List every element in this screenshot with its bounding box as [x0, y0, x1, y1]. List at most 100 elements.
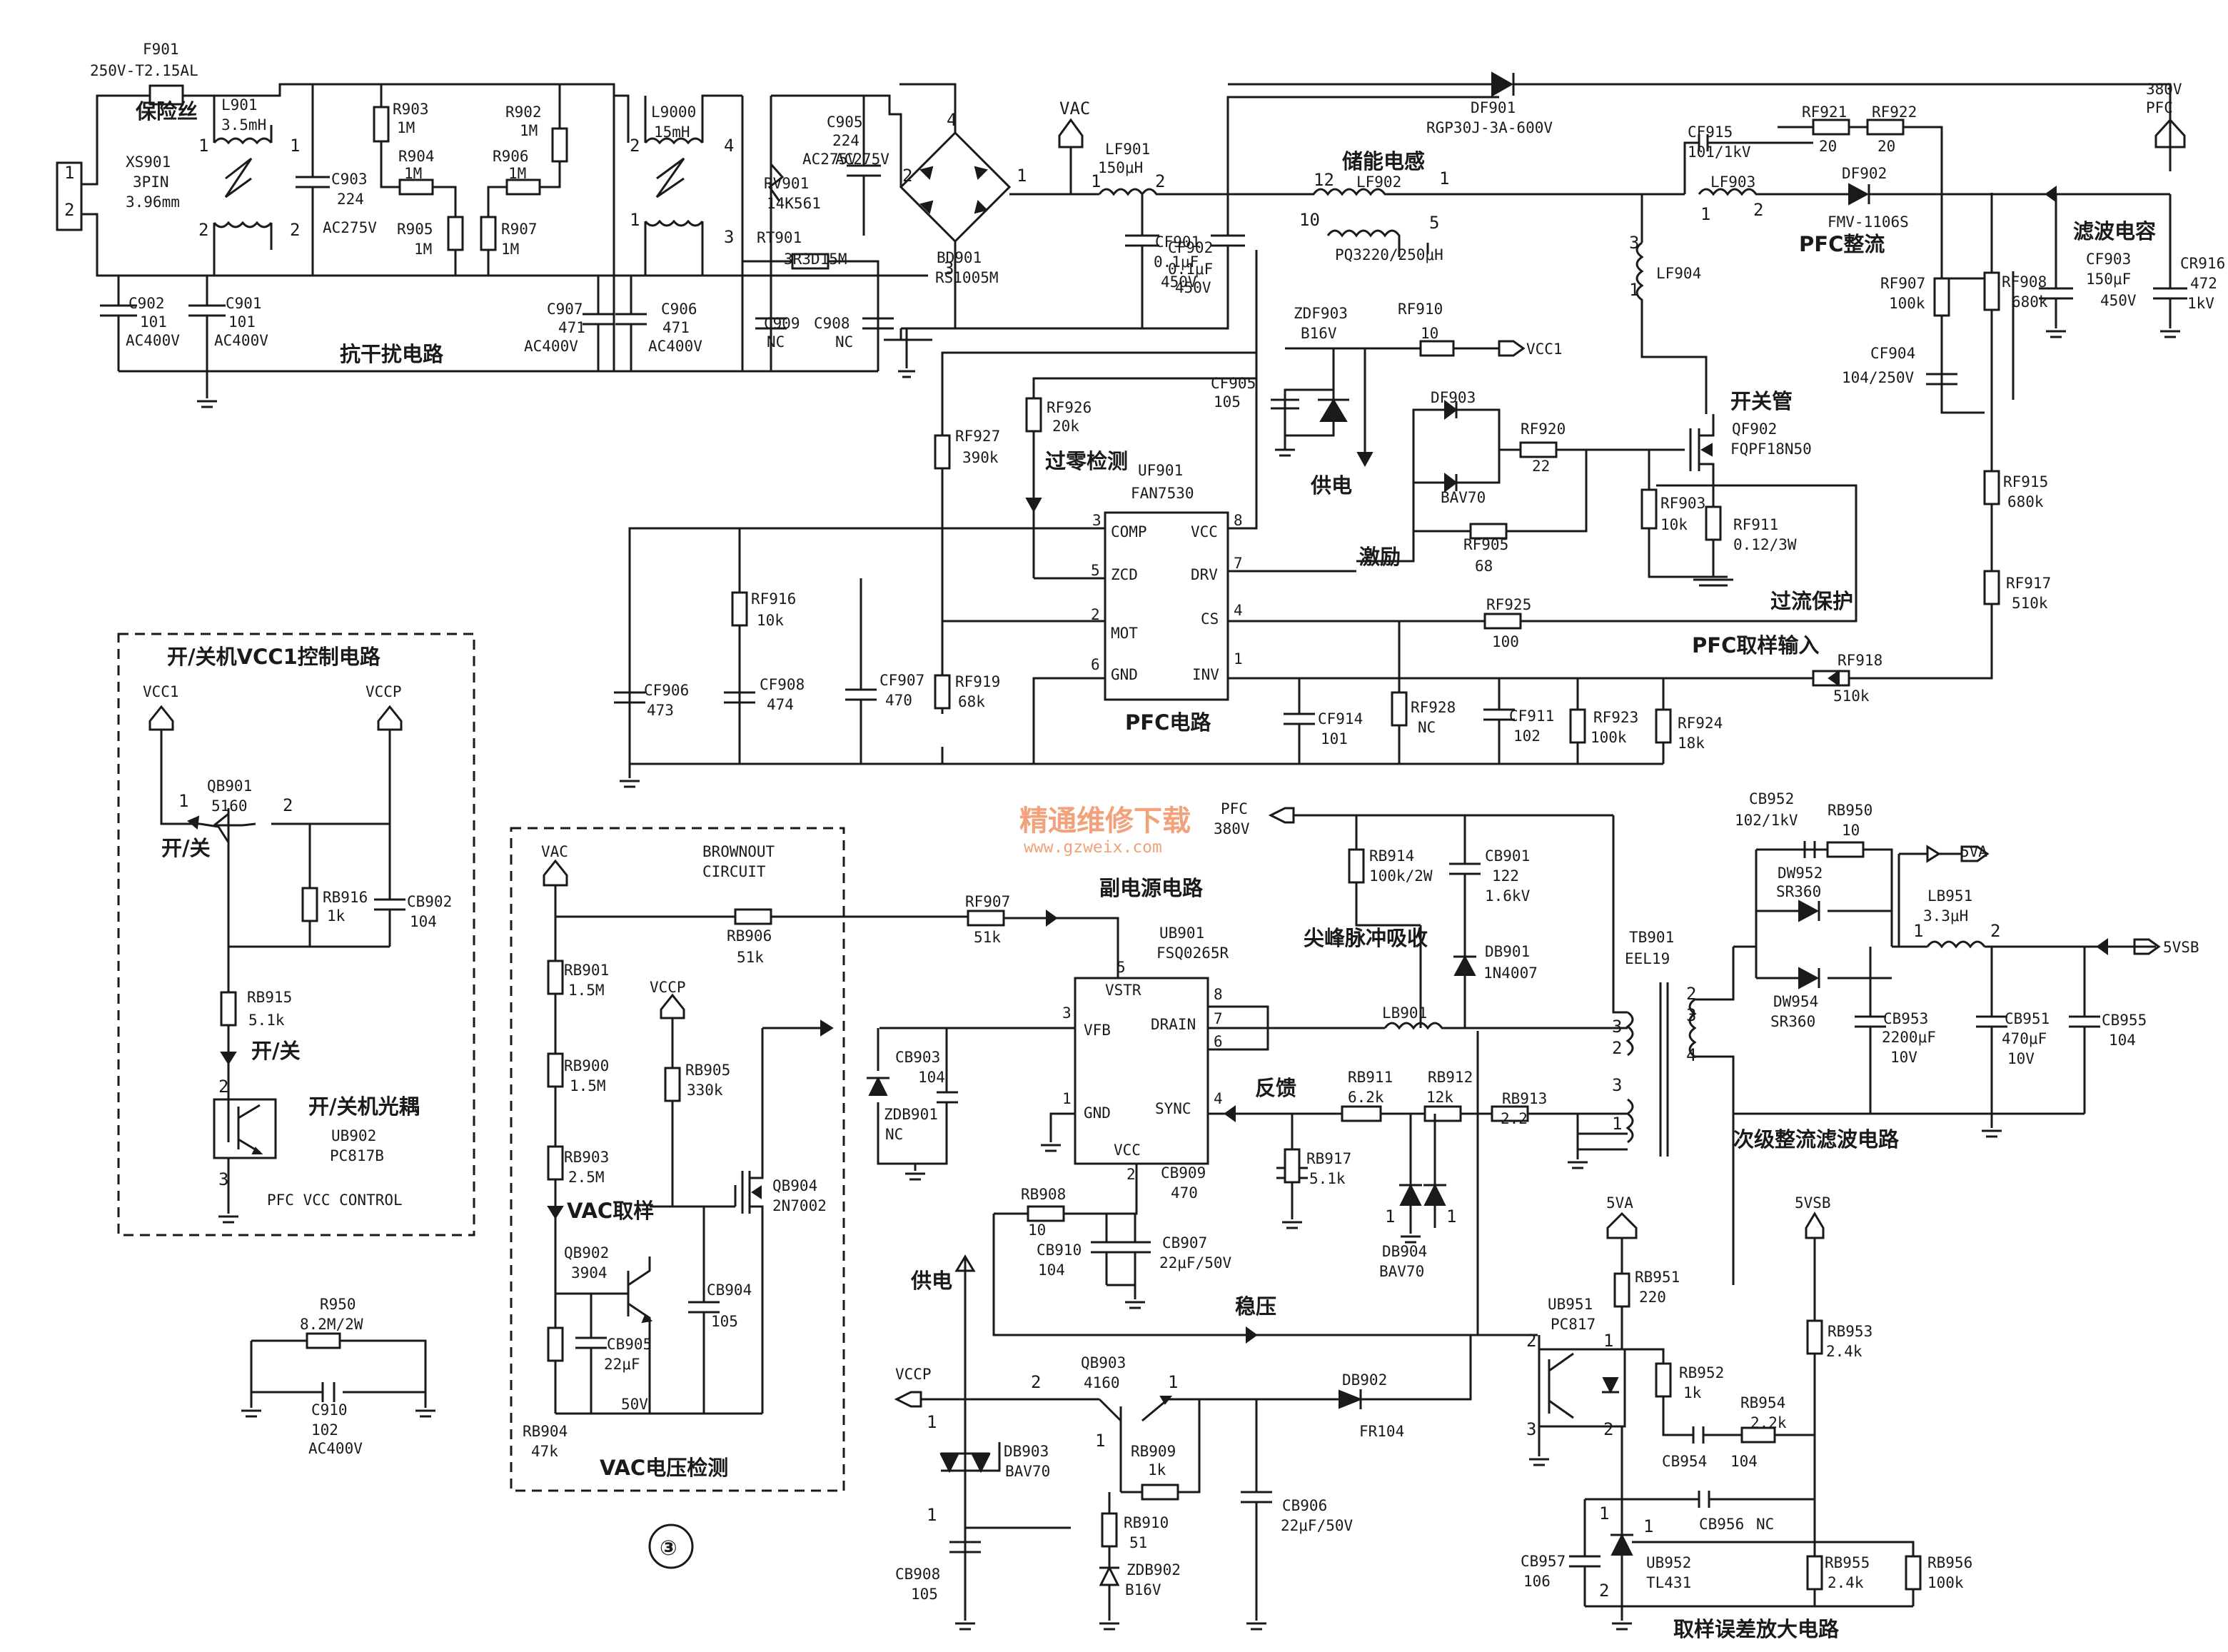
schematic-label: 1 [630, 210, 640, 230]
pfc-380v-port [2154, 118, 2186, 148]
schematic-label: 5.1k [248, 1012, 285, 1029]
schematic-label: CF915 [1688, 124, 1733, 141]
schematic-label: 3.3μH [1923, 907, 1968, 925]
schematic-label: 20 [1877, 138, 1895, 155]
schematic-label: 1.5M [570, 1077, 606, 1094]
schematic-label: LF904 [1656, 265, 1701, 282]
schematic-label: DF901 [1471, 99, 1516, 116]
schematic-label: 7 [1214, 1010, 1223, 1027]
schematic-label: B16V [1301, 325, 1337, 342]
schematic-label: 471 [662, 319, 690, 336]
schematic-label: DB903 [1004, 1443, 1049, 1460]
schematic-label: 过流保护 [1770, 589, 1853, 613]
schematic-label: 2.2 [1501, 1110, 1528, 1127]
schematic-label: PC817B [330, 1147, 384, 1164]
schematic-label: 1 [1168, 1372, 1178, 1392]
schematic-label: 1 [64, 163, 74, 183]
schematic-label: QF902 [1732, 420, 1777, 438]
schematic-label: 20 [1819, 138, 1837, 155]
schematic-label: CB908 [895, 1566, 940, 1583]
schematic-label: RF903 [1660, 495, 1705, 512]
schematic-label: DRV [1191, 566, 1218, 583]
schematic-label: RF911 [1733, 516, 1778, 533]
schematic-label: 4 [1234, 602, 1243, 619]
schematic-label: 储能电感 [1342, 149, 1425, 173]
schematic-label: AC275V [802, 151, 857, 168]
schematic-label: SYNC [1155, 1100, 1191, 1117]
schematic-label: QB901 [207, 777, 252, 795]
vcc1-port [1489, 340, 1526, 357]
schematic-label: RB951 [1635, 1269, 1680, 1286]
schematic-label: 20k [1052, 418, 1079, 435]
schematic-label: 0.1μF [1154, 253, 1199, 271]
schematic-label: UB951 [1548, 1296, 1593, 1313]
schematic-label: BD901 [937, 249, 982, 266]
schematic-label: 470μF [2002, 1030, 2047, 1047]
schematic-label: 4 [947, 110, 957, 130]
schematic-label: 105 [711, 1313, 738, 1330]
schematic-label: 7 [1234, 555, 1243, 572]
schematic-label: 1 [1643, 1516, 1653, 1536]
schematic-label: RF919 [955, 673, 1000, 690]
schematic-label: 副电源电路 [1099, 876, 1204, 900]
schematic-label: 2.4k [1826, 1343, 1862, 1360]
schematic-label: DRAIN [1151, 1016, 1196, 1033]
schematic-label: L901 [221, 96, 258, 114]
schematic-label: 3 [1629, 233, 1639, 253]
schematic-label: 68 [1475, 558, 1493, 575]
schematic-label: RB904 [523, 1423, 568, 1440]
choke-l9000 [644, 94, 742, 276]
schematic-label: RB912 [1428, 1069, 1473, 1086]
schematic-label: 开/关机VCC1控制电路 [167, 645, 381, 669]
schematic-label: 2 [1155, 171, 1165, 191]
schematic-label: UB901 [1159, 925, 1204, 942]
schematic-label: 450V [2100, 292, 2137, 309]
schematic-label: CF907 [879, 672, 924, 689]
schematic-label: 104/250V [1842, 369, 1915, 386]
schematic-label: RF920 [1521, 420, 1566, 438]
schematic-label: 100k [1927, 1574, 1964, 1591]
schematic-label: RV901 [764, 175, 809, 192]
schematic-label: 22μF [604, 1356, 640, 1373]
schematic-label: 12k [1426, 1089, 1453, 1106]
schematic-label: LF901 [1105, 141, 1150, 158]
schematic-label: 220 [1639, 1289, 1666, 1306]
schematic-label: C908 [814, 315, 850, 332]
schematic-label: CB953 [1883, 1010, 1928, 1027]
schematic-label: 47k [531, 1443, 558, 1460]
schematic-label: 1N4007 [1483, 964, 1538, 982]
schematic-label: RF916 [751, 590, 796, 608]
schematic-label: 224 [337, 191, 364, 208]
circuit-number: ③ [660, 1536, 677, 1560]
schematic-label: 次级整流滤波电路 [1733, 1127, 1900, 1152]
schematic-label: 2200μF [1882, 1029, 1936, 1046]
schematic-label: 2 [1031, 1372, 1041, 1392]
schematic-label: 3 [1526, 1419, 1536, 1439]
schematic-label: VAC [541, 843, 568, 860]
schematic-label: RB950 [1828, 802, 1872, 819]
schematic-label: CR916 [2180, 255, 2225, 272]
schematic-label: 105 [911, 1586, 938, 1603]
schematic-label: 2 [290, 220, 300, 240]
schematic-label: 1M [501, 241, 519, 258]
schematic-label: 8.2M/2W [300, 1316, 363, 1333]
schematic-label: 供电 [1310, 473, 1352, 498]
schematic-label: LB951 [1927, 887, 1972, 905]
schematic-label: VSTR [1105, 982, 1141, 999]
schematic-label: CF914 [1318, 710, 1363, 727]
schematic-label: R903 [393, 101, 429, 118]
schematic-label: NC [1418, 719, 1436, 736]
schematic-label: 2 [902, 166, 912, 186]
schematic-label: AC275V [323, 219, 377, 236]
schematic-label: 3 [1062, 1004, 1072, 1022]
schematic-label: 330k [687, 1082, 723, 1099]
schematic-label: 5.1k [1309, 1170, 1346, 1187]
schematic-label: 2 [1603, 1419, 1613, 1439]
schematic-label: RB910 [1124, 1514, 1169, 1531]
schematic-label: GND [1084, 1104, 1111, 1122]
schematic-label: RF915 [2003, 473, 2048, 490]
schematic-label: 5 [1429, 213, 1439, 233]
schematic-label: 3 [1612, 1017, 1622, 1037]
schematic-label: RB906 [727, 927, 772, 945]
schematic-label: 22 [1532, 458, 1550, 475]
